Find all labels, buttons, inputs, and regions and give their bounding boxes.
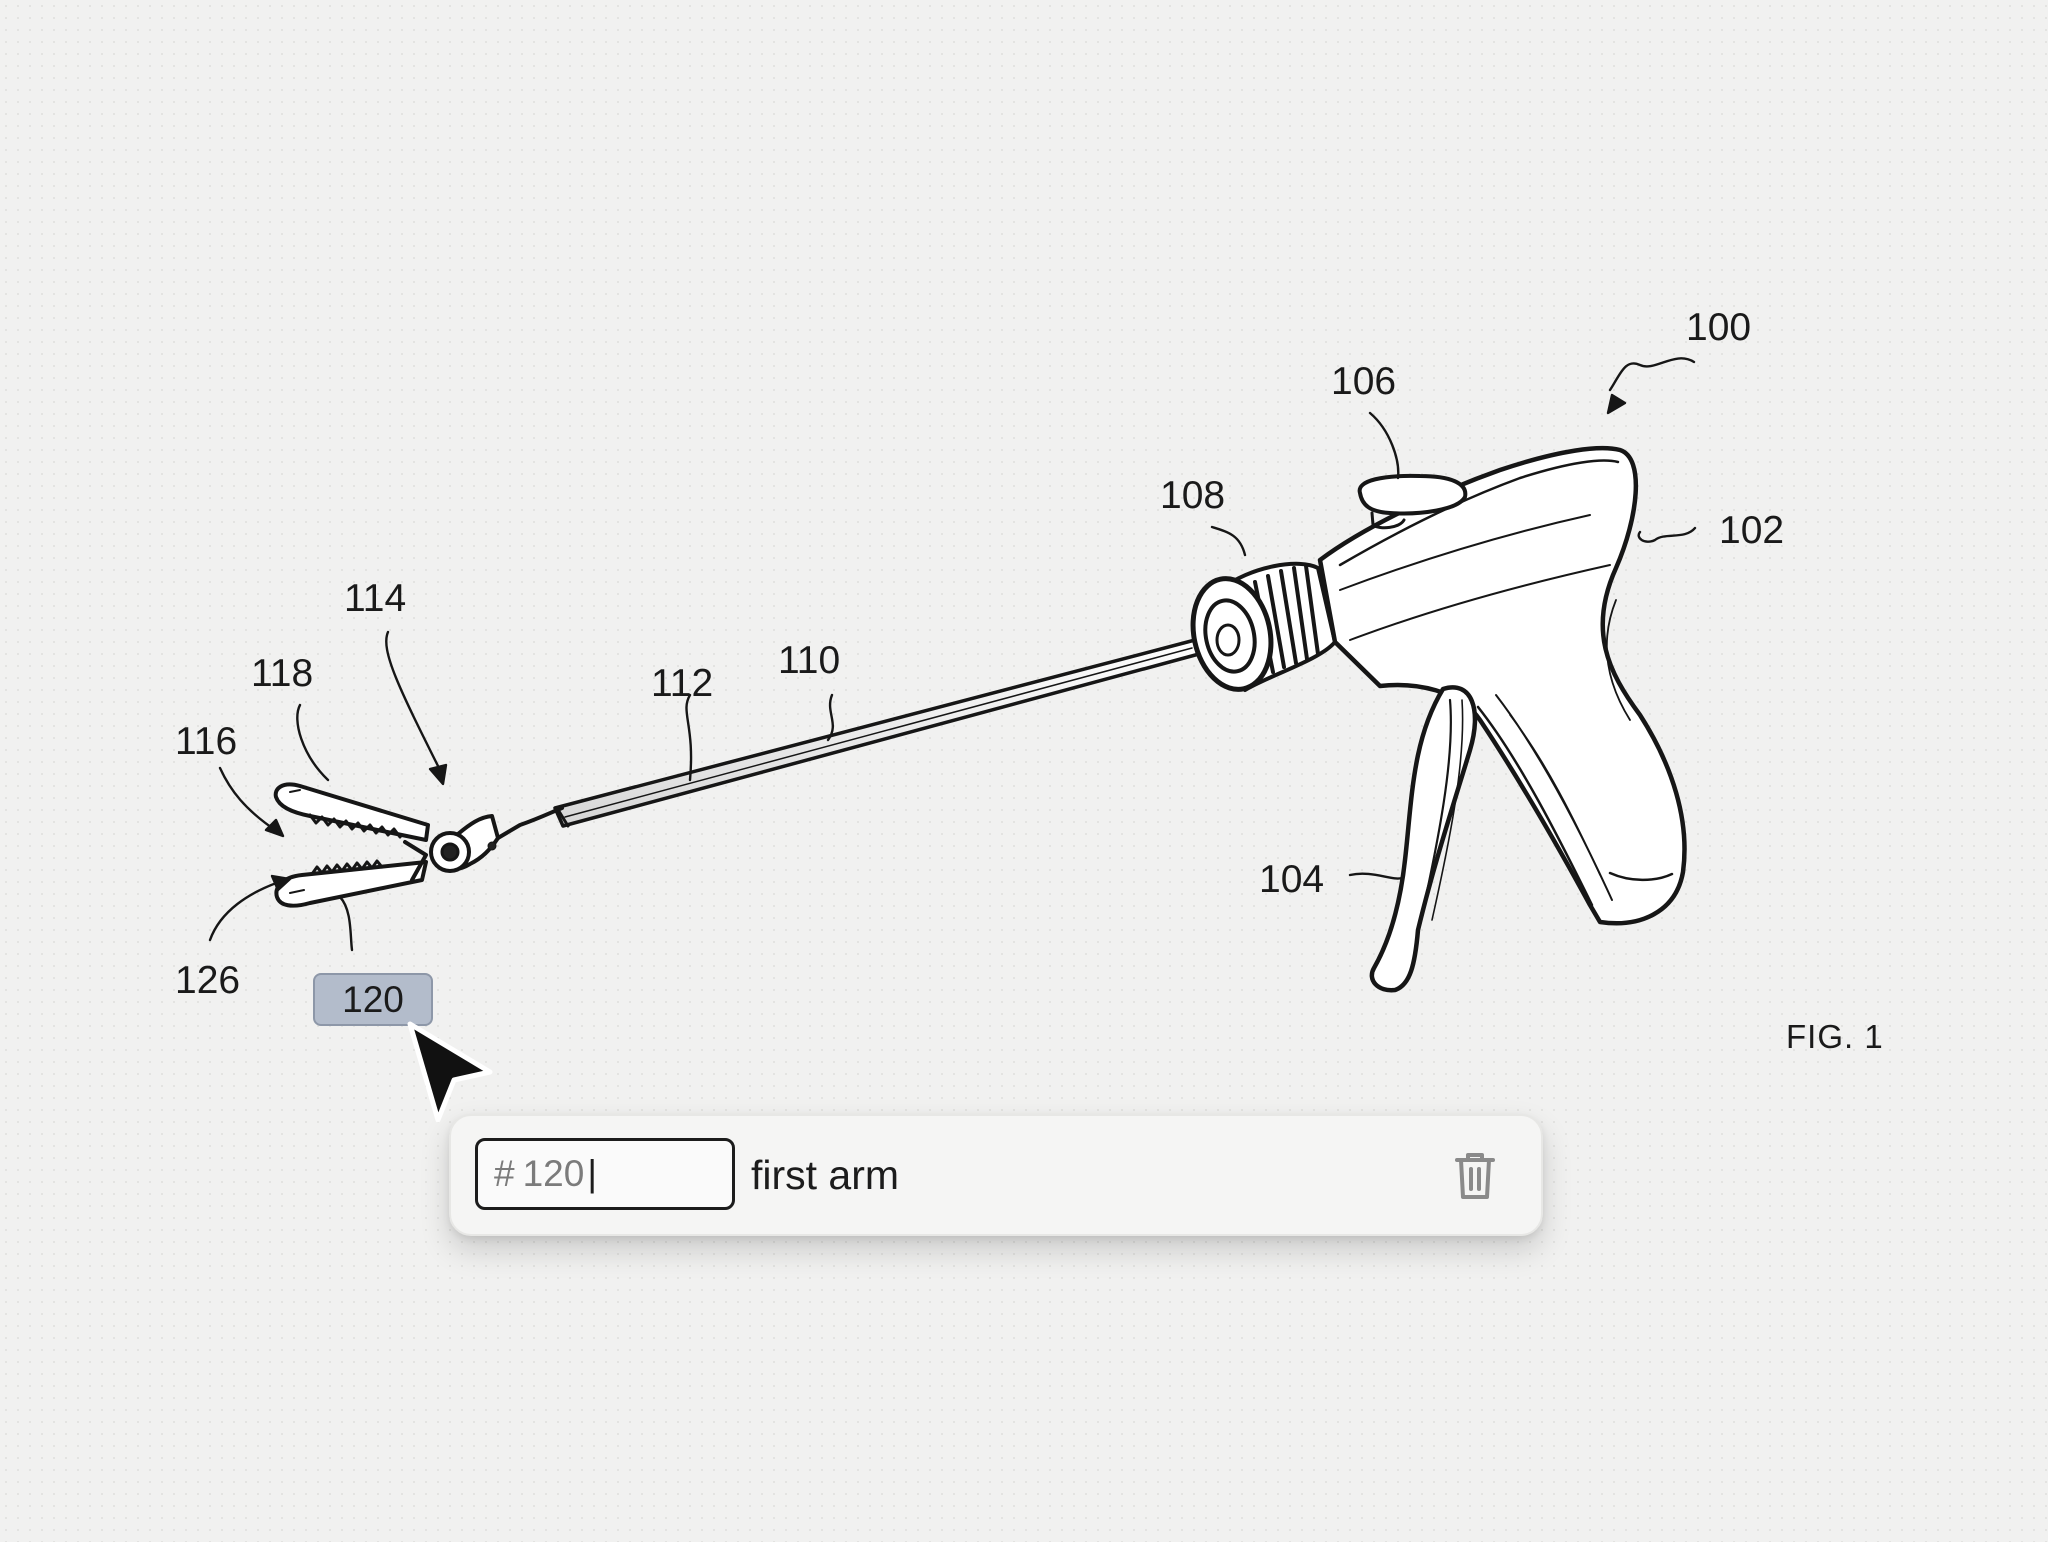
rotation-collar: [1190, 561, 1337, 692]
annotation-editor: # 120 | first arm: [449, 1114, 1543, 1236]
trigger: [1369, 685, 1478, 993]
text-caret: |: [587, 1153, 597, 1194]
actuation-button: [1357, 473, 1468, 530]
ref-100: 100: [1686, 306, 1752, 349]
ref-102: 102: [1719, 509, 1785, 552]
trash-icon[interactable]: [1451, 1150, 1499, 1202]
figure-label: FIG. 1: [1786, 1018, 1884, 1055]
ref-106: 106: [1331, 360, 1397, 403]
ref-114: 114: [344, 577, 407, 620]
reference-label-field[interactable]: first arm: [751, 1152, 900, 1198]
ref-112: 112: [651, 662, 714, 705]
leader-lines: [208, 357, 1697, 952]
ref-126: 126: [175, 959, 241, 1002]
end-effector: [273, 782, 564, 908]
reference-number-input[interactable]: # 120 |: [475, 1138, 735, 1210]
handle-housing: [1317, 445, 1687, 926]
ref-116: 116: [175, 720, 238, 763]
mouse-pointer-icon: [407, 1021, 493, 1123]
reference-number-value: 120: [522, 1153, 585, 1194]
hash-symbol: #: [494, 1153, 515, 1194]
ref-108: 108: [1160, 474, 1226, 517]
ref-110: 110: [778, 639, 841, 682]
ref-104: 104: [1259, 858, 1325, 901]
ref-118: 118: [251, 652, 314, 695]
reference-tag-selected[interactable]: 120: [313, 973, 433, 1026]
